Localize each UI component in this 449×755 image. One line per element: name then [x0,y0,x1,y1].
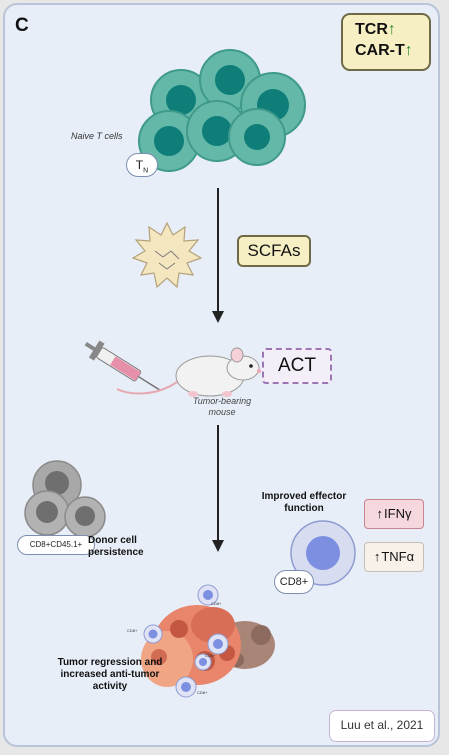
tcr-car-t-box: TCR↑ CAR-T↑ [341,13,431,71]
syringe-icon [84,340,161,391]
citation-box: Luu et al., 2021 [329,710,435,742]
car-t-label: CAR-T [355,42,405,59]
up-arrow-icon: ↑ [376,506,384,521]
tiny-cd8-label: CD8+ [197,690,208,695]
tiny-cd8-label: CD8+ [205,653,216,658]
figure-panel: CD8+ CD8+ CD8+ CD8+ C TCR↑ CAR-T↑ Naive … [3,3,440,747]
donor-persistence-label: Donor cell persistence [88,535,144,558]
diagram-art: CD8+ CD8+ CD8+ CD8+ [24,49,356,698]
effector-function-label: Improved effector function [261,491,347,514]
tn-sub: N [143,167,149,175]
ifn-gamma-box: ↑IFNγ [364,499,424,529]
naive-t-cells-label: Naive T cells [71,131,123,141]
tumor-cd8-tiny-labels: CD8+ CD8+ CD8+ CD8+ [127,601,222,695]
tumor-mass [141,605,275,687]
tiny-cd8-label: CD8+ [211,601,222,606]
mouse-icon [116,347,261,397]
tnf-alpha-box: ↑TNFα [364,542,424,572]
car-t-line: CAR-T↑ [355,40,429,61]
ifn-gamma-label: IFNγ [384,506,412,521]
up-arrow-icon: ↑ [373,549,381,564]
up-arrow-icon: ↑ [387,21,396,38]
scfa-label-box: SCFAs [237,235,311,267]
panel-letter: C [15,15,29,36]
naive-t-cell-cluster [138,49,306,172]
donor-cell-cluster [24,460,106,538]
mouse-label: Tumor-bearing mouse [192,396,252,417]
tnf-alpha-label: TNFα [381,549,415,564]
tcr-label: TCR [355,21,388,38]
tn-badge: TN [126,153,158,177]
tcr-line: TCR↑ [355,19,429,40]
cd45-badge: CD8+CD45.1+ [17,535,95,555]
tiny-cd8-label: CD8+ [127,628,138,633]
tn-main: T [135,158,144,172]
scfa-particle-icon [131,221,203,289]
flow-arrow-2 [212,425,224,552]
act-label-box: ACT [262,348,332,384]
up-arrow-icon: ↑ [404,42,413,59]
flow-arrow-1 [212,188,224,323]
tumor-regression-label: Tumor regression and increased anti-tumo… [57,657,163,692]
cd8-effector-cell [290,520,356,586]
cd8-badge: CD8+ [274,570,314,594]
tumor-infiltrating-cd8-cells [143,584,229,698]
